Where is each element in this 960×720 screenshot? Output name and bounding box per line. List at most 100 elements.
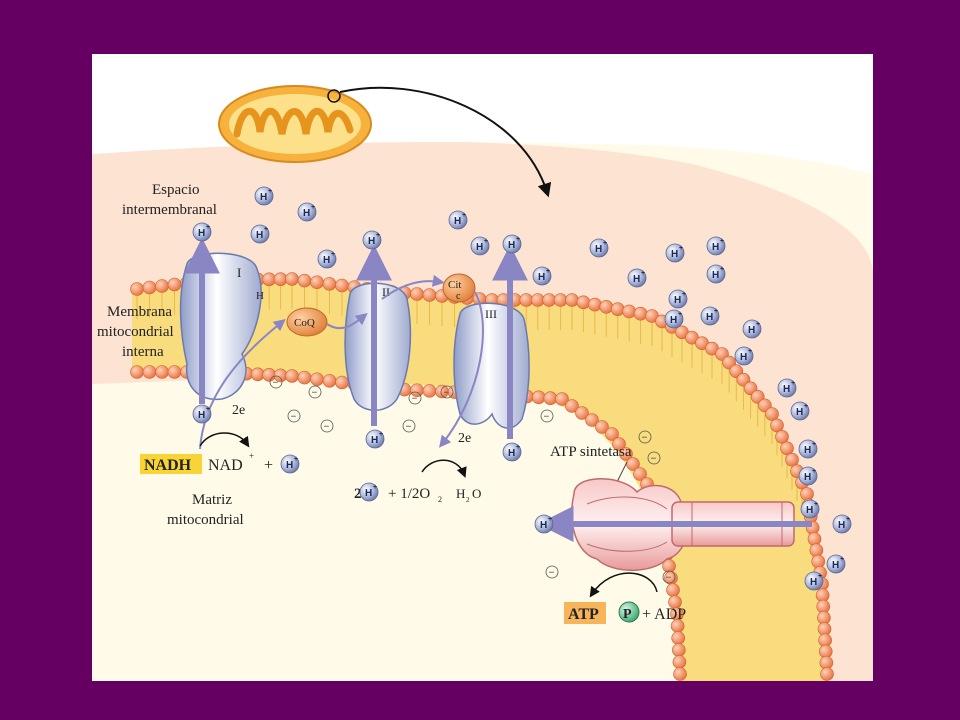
h-ion-label: H xyxy=(538,272,545,283)
h-ion-charge: + xyxy=(846,516,850,523)
phospholipid-head xyxy=(673,667,687,681)
h-ion-label: H xyxy=(810,577,817,588)
complex-ii-label: II xyxy=(382,285,390,299)
h-ion-label: H xyxy=(260,192,267,203)
membrana-label-2: mitocondrial xyxy=(97,324,174,340)
espacio-label-1: Espacio xyxy=(152,182,199,198)
phospholipid-head xyxy=(619,447,633,461)
phospholipid-head xyxy=(585,413,599,427)
complex-iii-label: III xyxy=(485,307,497,321)
h-ion-label: H xyxy=(323,255,330,266)
phospholipid-head xyxy=(155,279,169,293)
phospholipid-head xyxy=(310,372,324,387)
phospholipid-head xyxy=(610,302,625,316)
h-ion-charge: + xyxy=(804,403,808,410)
h-ion-charge: + xyxy=(268,188,272,195)
negative-charge: − xyxy=(638,430,652,444)
h-ion-label: H xyxy=(804,472,811,483)
water-reaction: 2 + 1/2O 2 H 2 O xyxy=(354,459,481,504)
h-ion: H+ xyxy=(826,554,846,574)
diagram-frame: I H II III CoQ Cit c 2e 2e Espacio inter… xyxy=(92,54,873,681)
nadh-reaction: NADH NAD + + xyxy=(140,432,273,474)
h-ion-charge: + xyxy=(206,224,210,231)
h-ion: H+ xyxy=(502,234,522,254)
h-ion: H+ xyxy=(790,401,810,421)
phospholipid-head xyxy=(130,365,144,379)
phospholipid-head xyxy=(167,277,182,292)
adp-label: + ADP xyxy=(642,606,686,623)
h-ion: H+ xyxy=(297,202,317,222)
zoom-arrow xyxy=(339,86,552,198)
h-ion: H+ xyxy=(359,482,379,502)
h-ion: H+ xyxy=(700,306,720,326)
h-ion: H+ xyxy=(589,238,609,258)
negative-charge-symbol: − xyxy=(324,422,330,433)
negative-charge: − xyxy=(269,375,283,389)
h-ion-label: H xyxy=(595,244,602,255)
atp-highlight xyxy=(564,602,606,624)
h-ion-label: H xyxy=(476,242,483,253)
phospholipid-head xyxy=(807,532,822,546)
phospholipid-head xyxy=(335,278,349,293)
phospholipid-head xyxy=(262,272,276,287)
water-two: 2 xyxy=(354,486,362,502)
h-ion-label: H xyxy=(256,230,263,241)
h-ion: H+ xyxy=(534,514,554,534)
h-ion-charge: + xyxy=(791,380,795,387)
negative-charge-symbol: − xyxy=(651,454,657,465)
negative-charge: − xyxy=(402,419,416,433)
phospholipid-head xyxy=(410,287,424,301)
h-ion-charge: + xyxy=(679,245,683,252)
nadh-highlight xyxy=(140,454,202,474)
phospholipid-head xyxy=(612,437,626,451)
h-ion: H+ xyxy=(317,249,337,269)
h-ion-label: H xyxy=(748,325,755,336)
h-ion-charge: + xyxy=(294,456,298,463)
phospholipid-head xyxy=(519,293,534,307)
h-ion-label: H xyxy=(796,407,803,418)
h-ion-label: H xyxy=(286,460,293,471)
complex-i-h-label: H xyxy=(256,290,264,302)
phospholipid-head xyxy=(671,631,686,645)
negative-charge: − xyxy=(408,391,422,405)
negative-charge-symbol: − xyxy=(291,412,297,423)
h-ion: H+ xyxy=(192,404,212,424)
h-ion: H+ xyxy=(664,309,684,329)
h-ion-charge: + xyxy=(206,406,210,413)
h-ion-label: H xyxy=(198,228,205,239)
phospholipid-head xyxy=(588,297,602,312)
cyt-c-label-1: Cit xyxy=(448,279,461,291)
phospholipid-head xyxy=(310,275,324,290)
complex-iii: III xyxy=(453,302,530,429)
phospholipid-head xyxy=(780,441,794,456)
h-ion-label: H xyxy=(508,448,515,459)
water-half-o2: + 1/2O xyxy=(388,486,430,502)
nadh-label: NADH xyxy=(144,457,192,474)
h-ion-label: H xyxy=(540,520,547,531)
water-h: H xyxy=(456,486,465,501)
h-ion-label: H xyxy=(712,270,719,281)
h-ion-label: H xyxy=(806,505,813,516)
phospholipid-head xyxy=(555,392,569,406)
h-ion: H+ xyxy=(832,514,852,534)
h-ion-charge: + xyxy=(720,238,724,245)
phospholipid-head xyxy=(770,418,784,433)
membrana-label-1: Membrana xyxy=(107,304,172,320)
complex-ii: II xyxy=(344,282,412,411)
h-ion-label: H xyxy=(783,384,790,395)
nad-label: NAD xyxy=(208,457,243,474)
h-ion-charge: + xyxy=(748,348,752,355)
h-ion: H+ xyxy=(470,236,490,256)
electron-transport-diagram: I H II III CoQ Cit c 2e 2e Espacio inter… xyxy=(92,54,873,681)
h-ion: H+ xyxy=(777,378,797,398)
h-ion-label: H xyxy=(838,520,845,531)
phospholipid-head xyxy=(575,406,589,420)
h-ion: H+ xyxy=(798,439,818,459)
h-ion-charge: + xyxy=(462,212,466,219)
phospholipid-head xyxy=(322,277,337,291)
h-ion-charge: + xyxy=(264,226,268,233)
negative-charge: − xyxy=(647,451,661,465)
h-ion-charge: + xyxy=(516,444,520,451)
h-ion: H+ xyxy=(502,442,522,462)
phospholipid-head xyxy=(422,384,437,398)
